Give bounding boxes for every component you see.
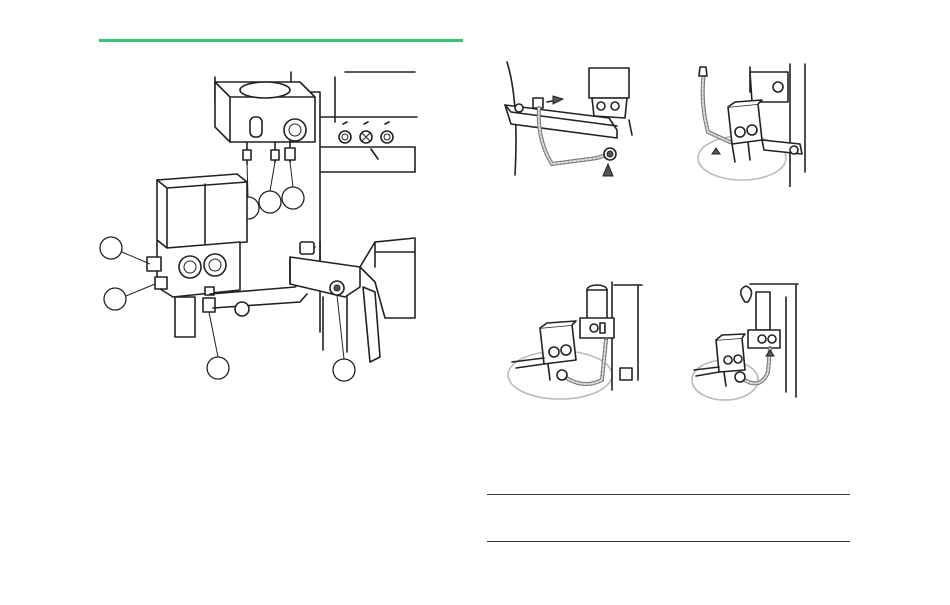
step4-illustration (690, 282, 810, 407)
step2-illustration (690, 62, 810, 187)
main-illustration (95, 62, 425, 392)
absorber-system-illustration (95, 62, 425, 392)
table-top-rule (487, 494, 850, 495)
bag-arm-illustration (690, 282, 810, 407)
step3-illustration (502, 280, 647, 405)
step1-illustration (497, 60, 647, 180)
section-accent-rule (99, 39, 463, 42)
table-bottom-rule (487, 541, 850, 542)
hose-connection-illustration (497, 60, 647, 180)
absorber-mounted-illustration (502, 280, 647, 405)
flex-hose-illustration (690, 62, 810, 187)
